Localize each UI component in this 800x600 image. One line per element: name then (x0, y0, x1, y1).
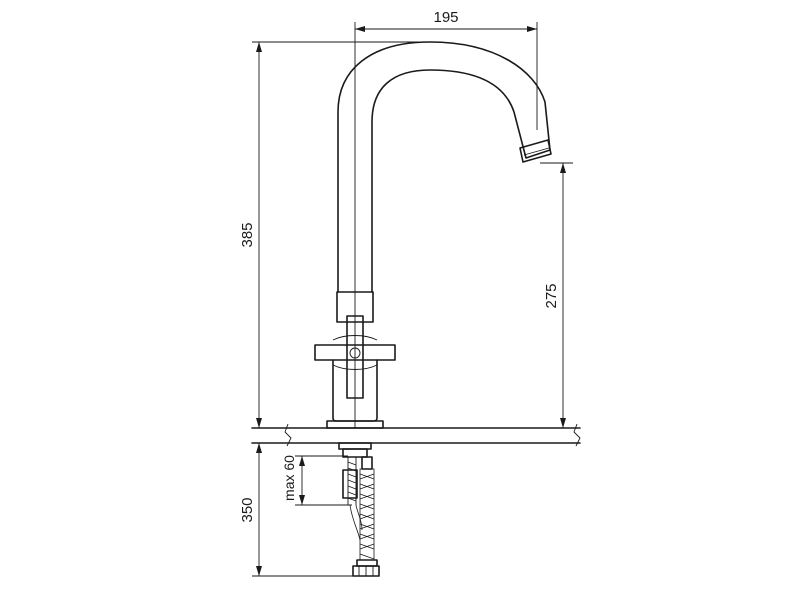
faucet-outline (314, 41, 552, 429)
dim-total-height: 385 (239, 41, 430, 428)
dim-label-275: 275 (543, 283, 560, 308)
dim-label-385: 385 (239, 222, 256, 247)
dim-spout-height: 275 (540, 162, 573, 428)
flexible-hose (349, 456, 380, 577)
dim-hose-length: 350 (239, 442, 353, 577)
dim-max-deck: max 60 (281, 455, 352, 506)
dim-label-350: 350 (239, 497, 256, 522)
dim-label-195: 195 (433, 9, 458, 26)
dim-spout-reach: 195 (354, 9, 538, 428)
spout (337, 41, 551, 293)
mounting-shank (338, 442, 372, 505)
dim-label-max60: max 60 (281, 455, 297, 501)
spout-nozzle (519, 139, 552, 163)
